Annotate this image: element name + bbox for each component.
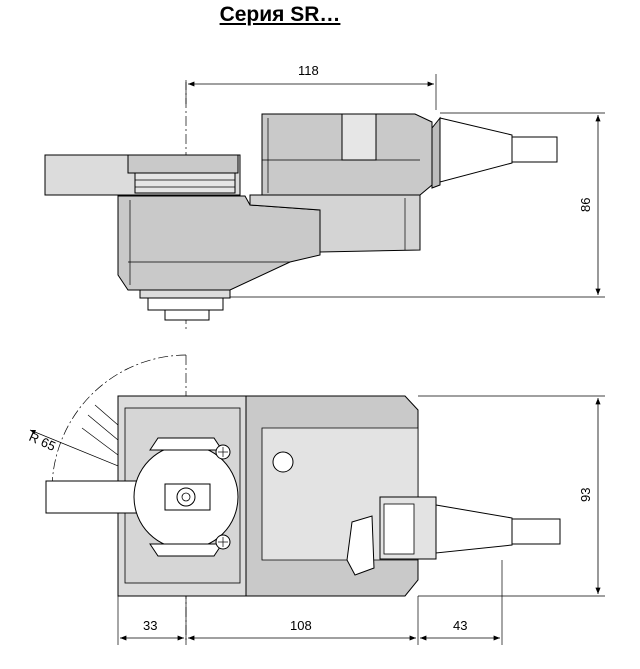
indicator-hole [272,451,294,473]
cable [511,136,558,163]
dimension-label-86: 86 [578,198,593,212]
dimension-label-118: 118 [298,63,319,78]
plan-view: R 65 [27,354,605,645]
dimension-label-108: 108 [290,618,312,633]
rotation-arc [51,354,187,491]
diagram-title: Серия SR… [219,3,341,26]
cable-top [511,518,561,545]
side-view: 118 86 [44,63,605,330]
radius-label: R 65 [27,429,58,454]
manual-override-button [346,515,375,576]
dimension-label-93: 93 [578,488,593,502]
dimension-label-43: 43 [453,618,467,633]
shaft-clamp [127,154,239,174]
cable-gland-top [435,504,513,554]
cable-gland [439,117,513,183]
connector-block [341,113,377,161]
shaft-coupling [164,309,210,321]
dimension-label-33: 33 [143,618,157,633]
actuator-body-lower [117,195,321,291]
